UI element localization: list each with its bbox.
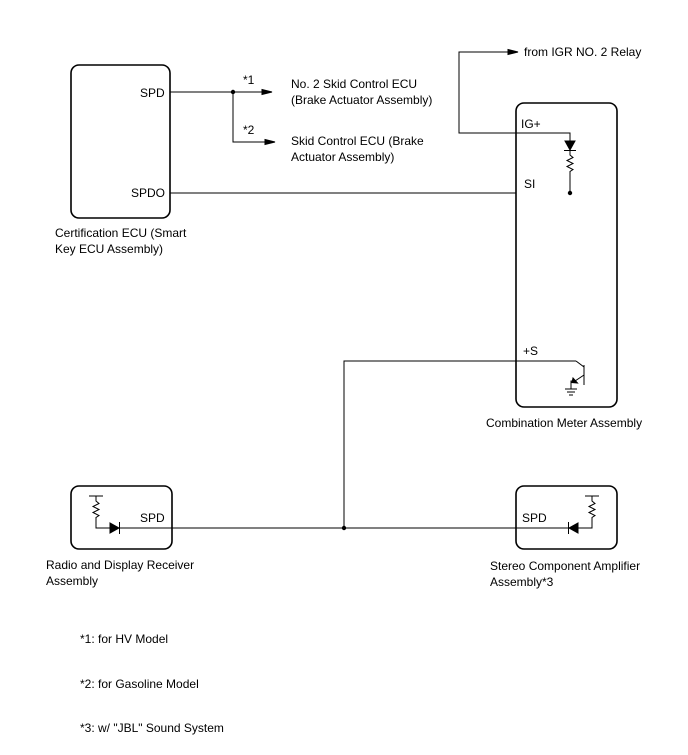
note-1: *1: for HV Model: [80, 632, 168, 646]
combination-meter-box: [515, 102, 618, 408]
amp-name-line1: Stereo Component Amplifier: [490, 559, 640, 573]
amp-pullup-resistor: [578, 495, 599, 529]
note-2: *2: for Gasoline Model: [80, 677, 199, 691]
dest1-arrow: [261, 88, 273, 96]
note-3: *3: w/ "JBL" Sound System: [80, 721, 224, 735]
dest2-label-line1: Skid Control ECU (Brake: [291, 134, 424, 148]
meter-pin-s: +S: [523, 344, 538, 358]
meter-pin-si: SI: [524, 177, 535, 191]
combination-meter-name: Combination Meter Assembly: [486, 416, 642, 430]
amp-pin-spd: SPD: [522, 511, 547, 525]
radio-diode-symbol: [109, 522, 121, 534]
amp-diode-symbol: [567, 522, 579, 534]
plus-s-wire: [343, 360, 576, 528]
relay-label: from IGR NO. 2 Relay: [524, 45, 641, 59]
dest1-label-line1: No. 2 Skid Control ECU: [291, 77, 417, 91]
amp-name-line2: Assembly*3: [490, 575, 554, 589]
certification-ecu-pin-spdo: SPDO: [131, 186, 165, 200]
spd-wire-to-dest2: [232, 92, 265, 143]
spd-bus-junction-dot: [341, 525, 347, 531]
certification-ecu-name-line1: Certification ECU (Smart: [55, 226, 187, 240]
radio-pin-spd: SPD: [140, 511, 165, 525]
meter-pin-ig: IG+: [521, 117, 541, 131]
ig-resistor-symbol: [565, 151, 575, 193]
mark-star2: *2: [243, 123, 255, 137]
certification-ecu-pin-spd: SPD: [140, 86, 165, 100]
radio-pullup-resistor: [89, 495, 110, 529]
igr-relay-wire: [458, 51, 571, 141]
certification-ecu-name-line2: Key ECU Assembly): [55, 242, 163, 256]
radio-name-line1: Radio and Display Receiver: [46, 558, 194, 572]
ig-diode-symbol: [564, 140, 576, 152]
stereo-amplifier-box: [515, 485, 618, 550]
dest1-label-line2: (Brake Actuator Assembly): [291, 93, 432, 107]
dest2-arrow: [264, 138, 276, 146]
relay-arrow: [507, 48, 519, 56]
radio-name-line2: Assembly: [46, 574, 98, 588]
certification-ecu-box: [70, 64, 171, 219]
transistor-arrow: [571, 376, 579, 384]
si-junction-dot: [567, 190, 573, 196]
dest2-label-line2: Actuator Assembly): [291, 150, 394, 164]
mark-star1: *1: [243, 73, 255, 87]
